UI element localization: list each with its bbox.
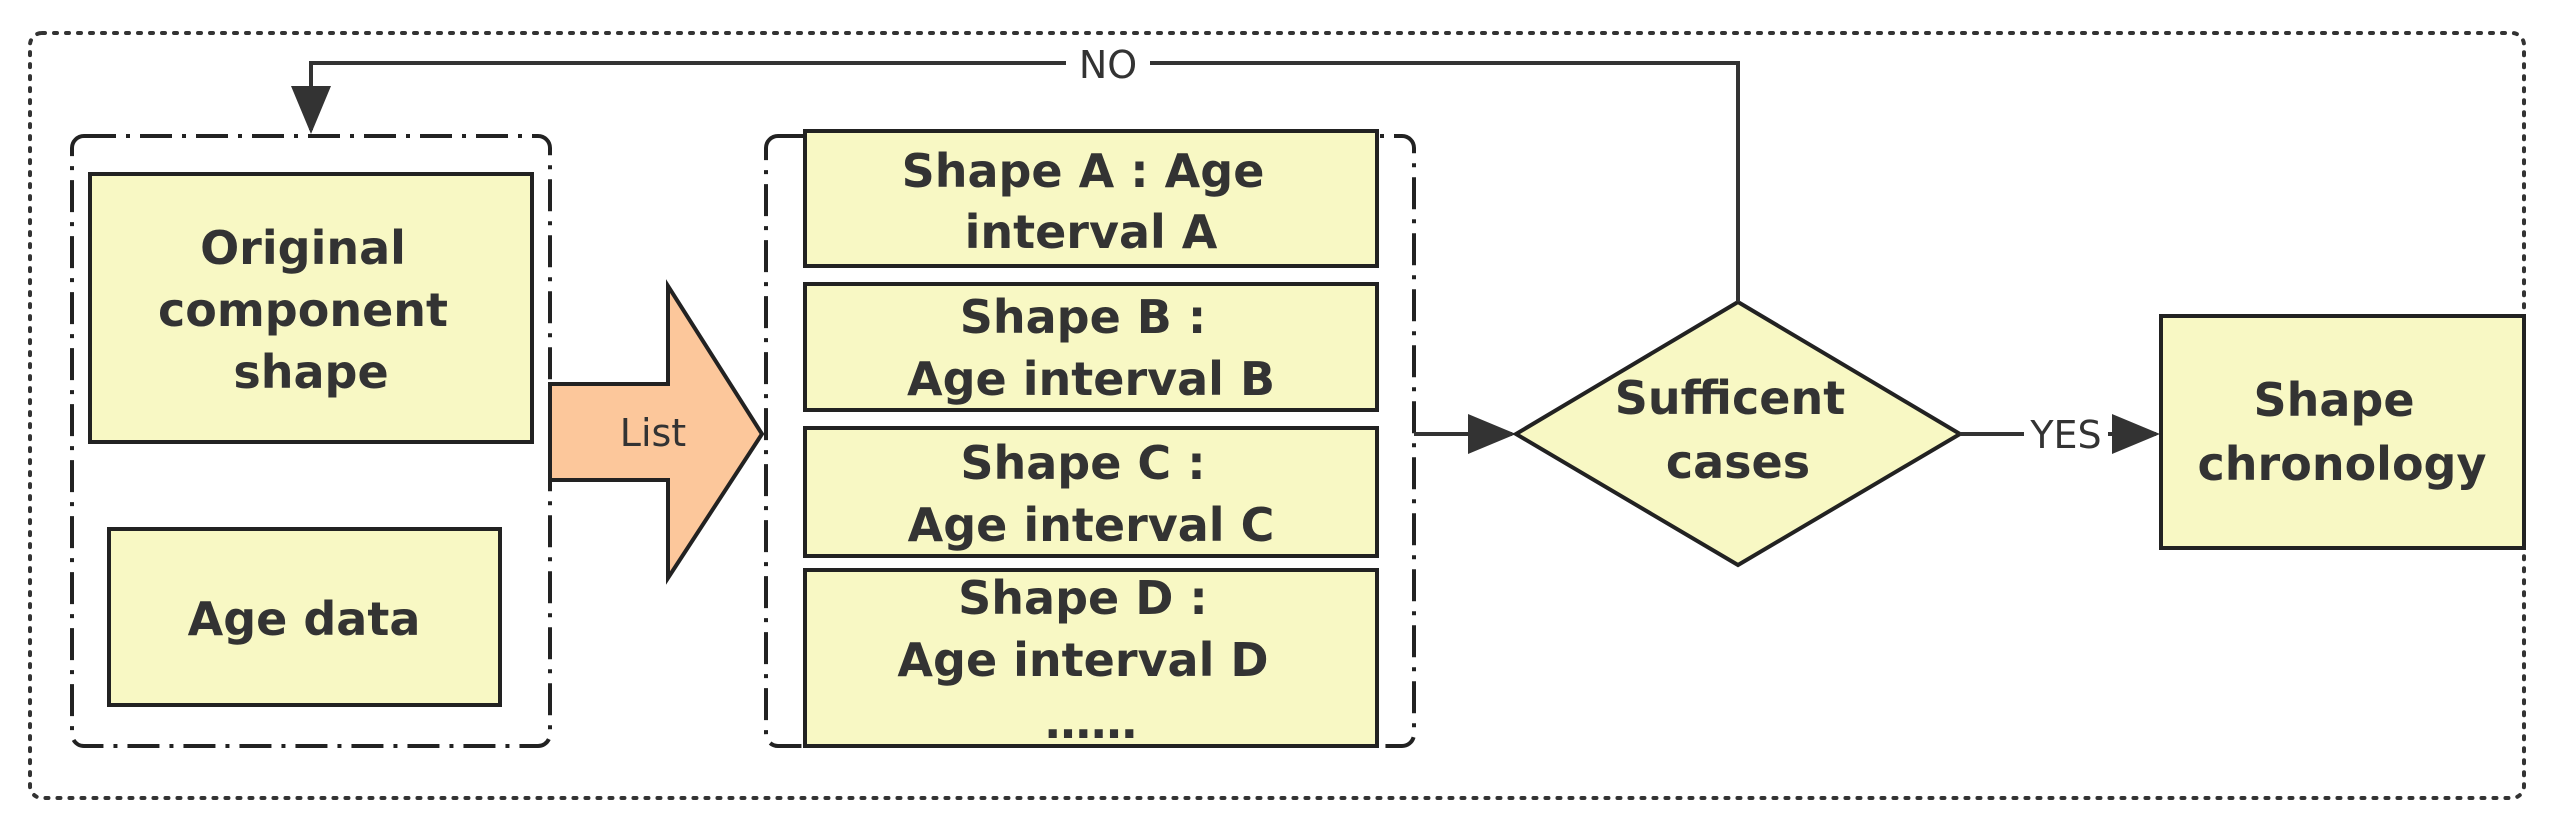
shape-c-line-1: Shape C : (960, 436, 1205, 490)
yes-label: YES (2029, 413, 2101, 457)
shape-a-line-1: Shape A : Age (902, 144, 1265, 198)
shape-a-label: Shape A : Age interval A (902, 144, 1281, 259)
shape-c-label: Shape C : Age interval C (908, 436, 1275, 552)
decision-label: Sufficent cases (1615, 371, 1861, 489)
age-data-label: Age data (188, 592, 421, 646)
no-label-bg (1066, 42, 1150, 84)
shape-b-line-2: Age interval B (907, 352, 1275, 406)
shape-chronology-box (2159, 314, 2526, 550)
yes-label-bg (2024, 412, 2108, 456)
original-shape-line-1: Original (200, 221, 406, 275)
shape-a-line-2: interval A (965, 205, 1218, 259)
original-shape-line-2: component (158, 283, 448, 337)
shape-b-label: Shape B : Age interval B (907, 290, 1275, 406)
shape-chronology-label: Shape chronology (2198, 373, 2487, 491)
decision-line-2: cases (1666, 435, 1810, 489)
original-shape-line-3: shape (233, 345, 388, 399)
shape-d-line-2: Age interval D (897, 633, 1268, 687)
shape-d-ellipsis: …… (1045, 695, 1137, 749)
decision-diamond (1512, 299, 1964, 568)
connector-no-feedback (291, 61, 1740, 302)
original-shape-box (88, 172, 534, 444)
no-label: NO (1079, 43, 1137, 87)
list-arrow (548, 279, 765, 585)
shape-b-box (803, 282, 1379, 412)
input-group-frame (70, 134, 552, 748)
shape-a-box (803, 129, 1379, 268)
age-data-line-1: Age data (188, 592, 421, 646)
shape-c-box (803, 426, 1379, 558)
shape-d-line-1: Shape D : (958, 571, 1208, 625)
shape-b-line-1: Shape B : (960, 290, 1207, 344)
decision-line-1: Sufficent (1615, 371, 1845, 425)
list-arrow-label: List (620, 411, 686, 455)
shape-chronology-line-1: Shape (2253, 373, 2414, 427)
age-data-box (107, 527, 502, 707)
shape-c-line-2: Age interval C (908, 498, 1275, 552)
shape-d-box (803, 568, 1379, 748)
original-shape-label: Original component shape (158, 221, 464, 399)
shape-chronology-line-2: chronology (2198, 437, 2487, 491)
shape-d-label: Shape D : Age interval D …… (897, 571, 1284, 749)
